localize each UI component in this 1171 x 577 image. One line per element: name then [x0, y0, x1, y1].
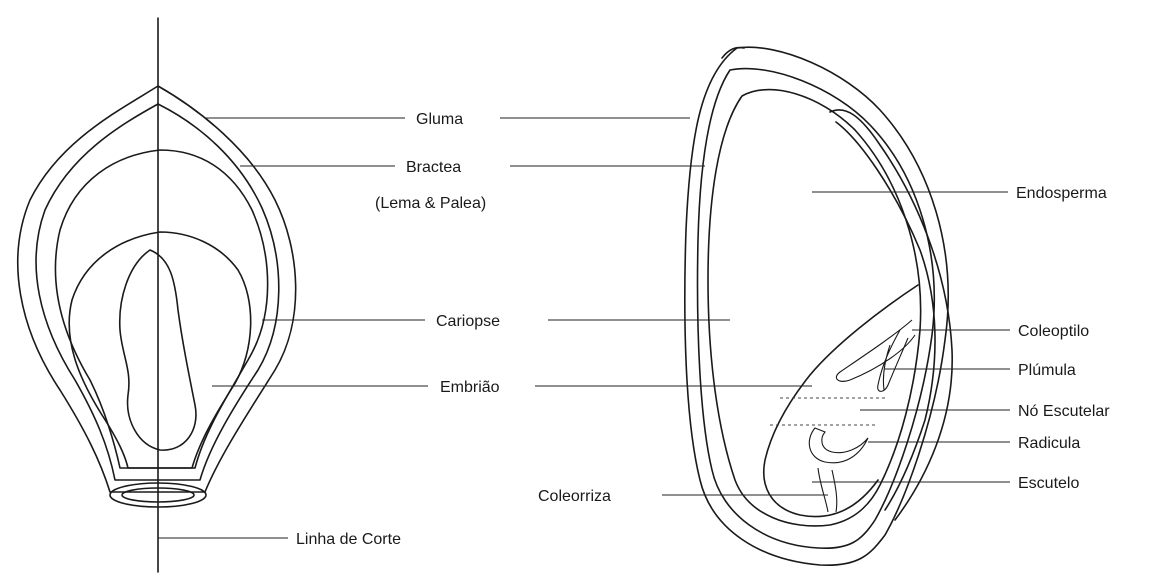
- cariopse-outline: [55, 150, 267, 468]
- seed-section-view: [685, 47, 952, 565]
- label-bractea: Bractea: [406, 159, 461, 176]
- seed-front-view: [18, 18, 296, 572]
- label-lema-palea: (Lema & Palea): [375, 195, 486, 212]
- embryo-region: [69, 232, 251, 468]
- label-escutelo: Escutelo: [1018, 475, 1079, 492]
- label-plumula: Plúmula: [1018, 362, 1076, 379]
- label-linha-corte: Linha de Corte: [296, 531, 401, 548]
- label-endosperma: Endosperma: [1016, 185, 1107, 202]
- gluma-outline: [18, 86, 296, 492]
- coleorriza-shape: [818, 468, 837, 512]
- section-tip: [722, 47, 744, 58]
- label-embriao: Embrião: [440, 379, 500, 396]
- section-gluma: [685, 47, 948, 565]
- label-radicula: Radicula: [1018, 435, 1080, 452]
- label-coleorriza: Coleorriza: [538, 488, 611, 505]
- endosperma-outline: [708, 90, 921, 526]
- plumula-shape: [878, 330, 908, 391]
- leader-lines: [158, 118, 1010, 538]
- label-cariopse: Cariopse: [436, 313, 500, 330]
- label-coleoptilo: Coleoptilo: [1018, 323, 1089, 340]
- label-no-escutelar: Nó Escutelar: [1018, 403, 1110, 420]
- label-gluma: Gluma: [416, 111, 463, 128]
- radicula-shape: [809, 428, 868, 463]
